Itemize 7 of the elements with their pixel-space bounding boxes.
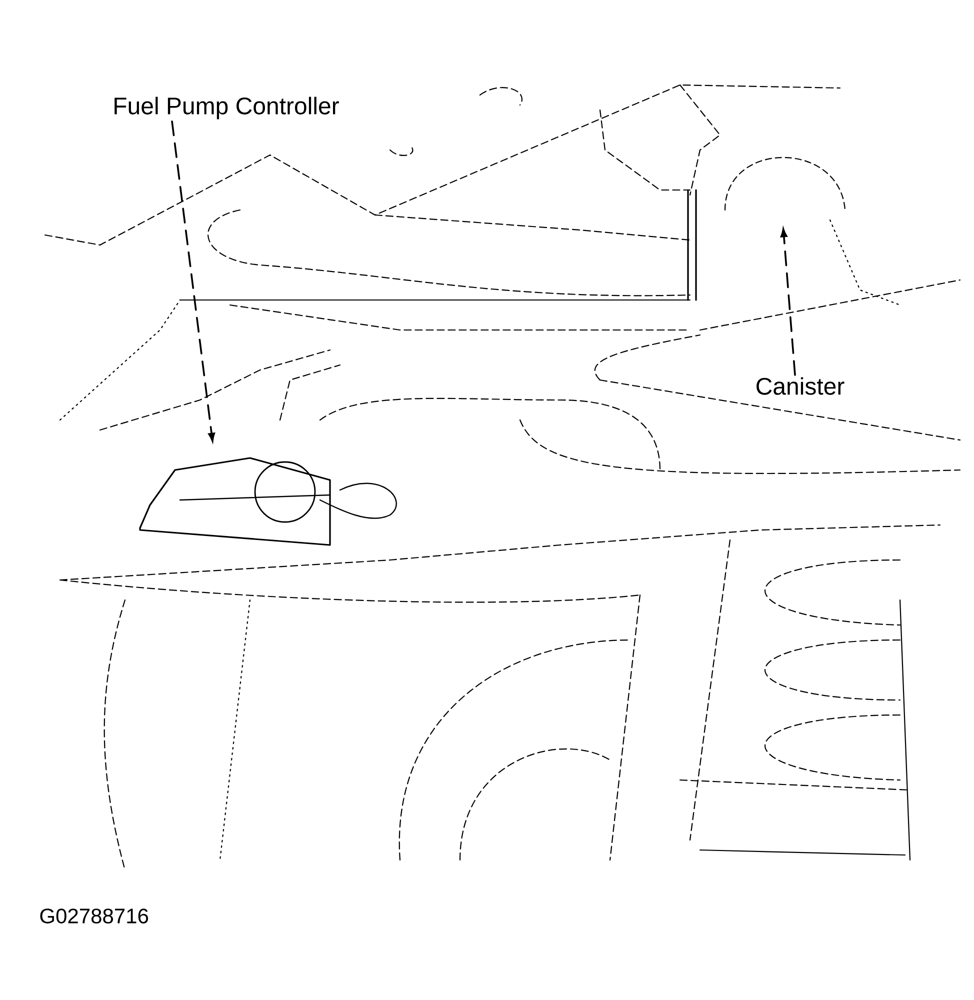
leader-line <box>780 228 796 376</box>
callout-label: Fuel Pump Controller <box>114 96 339 120</box>
figure-number: G02788716 <box>40 908 148 924</box>
leader-line <box>171 120 215 442</box>
callout-label: Canister <box>756 377 844 395</box>
canister-drawing <box>724 156 846 211</box>
controller-drawing <box>139 457 397 546</box>
